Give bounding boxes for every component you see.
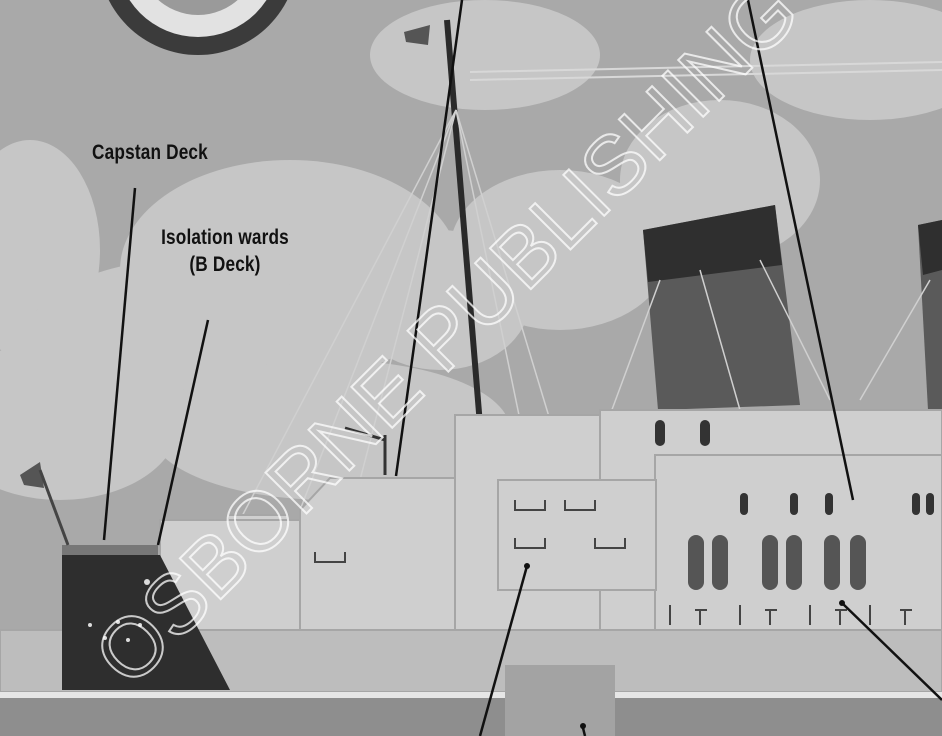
isolation-wards-line2: (B Deck)	[135, 251, 315, 278]
capstan-deck-label: Capstan Deck	[60, 139, 240, 166]
engine-block	[505, 665, 615, 736]
isolation-wards-label: Isolation wards (B Deck)	[135, 224, 315, 278]
isolation-wards-line1: Isolation wards	[135, 224, 315, 251]
water	[0, 698, 942, 736]
